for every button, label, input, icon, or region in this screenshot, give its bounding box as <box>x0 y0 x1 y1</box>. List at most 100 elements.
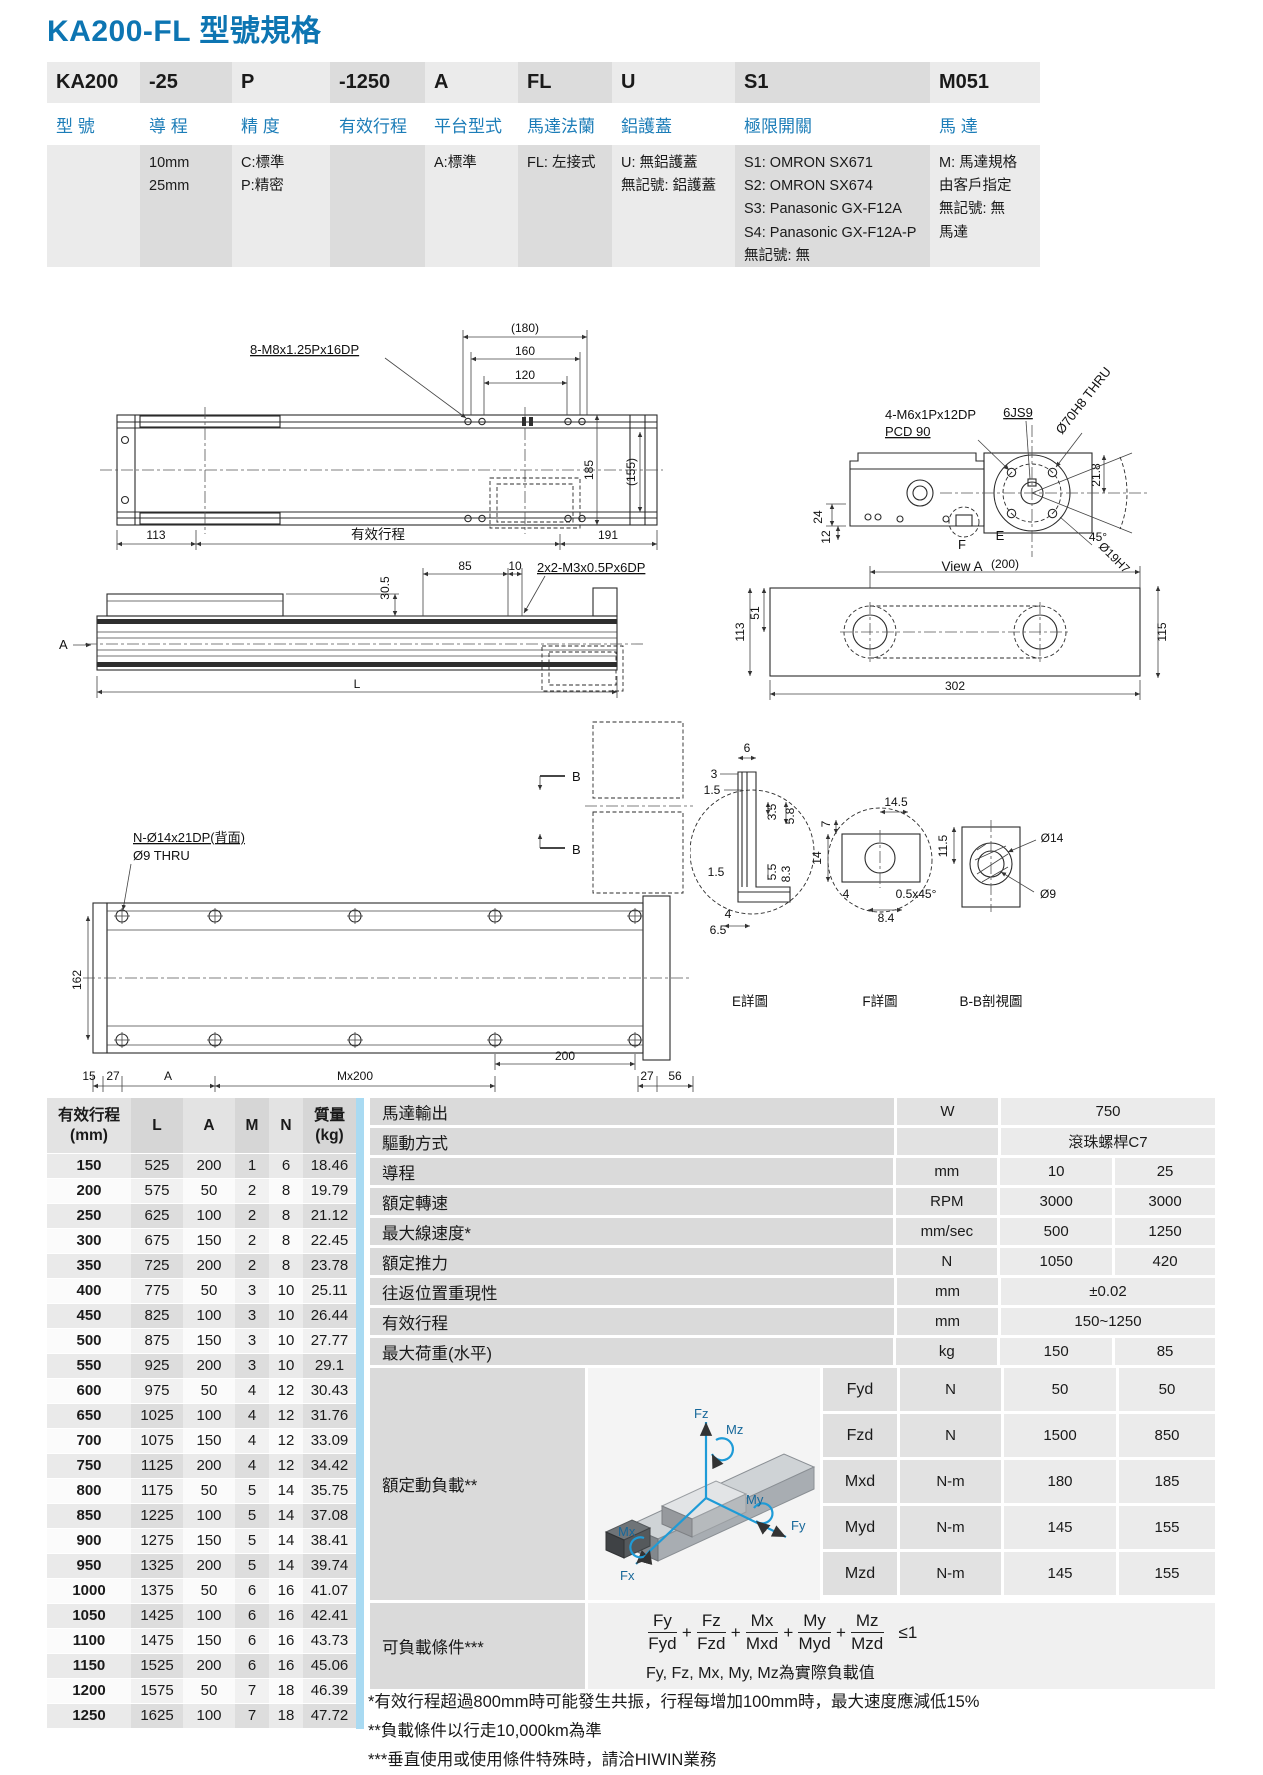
cell-stroke: 200 <box>47 1179 131 1204</box>
spec-value-lead10: 1050 <box>1000 1248 1113 1275</box>
spec-unit: mm <box>897 1278 998 1305</box>
cell-A: 100 <box>183 1604 235 1629</box>
cell-N: 14 <box>269 1529 303 1554</box>
dim-e6: 6 <box>744 741 751 755</box>
model-field-options: 10mm 25mm <box>140 145 232 267</box>
dim-L: L <box>354 677 361 691</box>
axis-fx: Fx <box>620 1568 635 1583</box>
model-column: -25 導 程 10mm 25mm <box>140 62 232 267</box>
model-field-label: 平台型式 <box>434 116 502 136</box>
load-value-lead10: 145 <box>1004 1506 1116 1549</box>
cell-M: 6 <box>235 1654 269 1679</box>
cell-N: 16 <box>269 1629 303 1654</box>
dim-200p: (200) <box>991 558 1019 571</box>
mount-holes <box>114 908 643 1048</box>
cell-A: 100 <box>183 1204 235 1229</box>
cell-N: 12 <box>269 1379 303 1404</box>
cell-L: 1425 <box>131 1604 183 1629</box>
cell-M: 4 <box>235 1454 269 1479</box>
cell-N: 8 <box>269 1229 303 1254</box>
cell-L: 1525 <box>131 1654 183 1679</box>
cell-A: 200 <box>183 1254 235 1279</box>
cell-mass: 34.42 <box>303 1454 356 1479</box>
fraction-denominator: Mzd <box>851 1634 884 1653</box>
cell-stroke: 650 <box>47 1404 131 1429</box>
cell-M: 2 <box>235 1179 269 1204</box>
axis-fz: Fz <box>694 1406 708 1421</box>
cell-A: 200 <box>183 1554 235 1579</box>
axis-my: My <box>746 1492 764 1507</box>
cell-A: 150 <box>183 1529 235 1554</box>
dim-191: 191 <box>598 528 618 542</box>
cell-stroke: 250 <box>47 1204 131 1229</box>
dim-e3: 3 <box>711 767 718 781</box>
model-field-label: 型 號 <box>56 116 95 136</box>
model-code: P <box>232 62 330 103</box>
load-name: Fyd <box>823 1368 897 1411</box>
page-title: KA200-FL 型號規格 <box>47 15 322 48</box>
cell-stroke: 300 <box>47 1229 131 1254</box>
load-value-lead25: 155 <box>1119 1506 1215 1549</box>
model-code: -1250 <box>330 62 425 103</box>
dim-f-chamfer: 0.5x45° <box>896 887 937 901</box>
dim-f4: 4 <box>843 887 850 901</box>
footnote-1: *有效行程超過800mm時可能發生共振，行程每增加100mm時，最大速度應減低1… <box>368 1693 980 1711</box>
cell-stroke: 1000 <box>47 1579 131 1604</box>
cell-M: 2 <box>235 1204 269 1229</box>
cell-N: 8 <box>269 1254 303 1279</box>
axis-mx: Mx <box>618 1524 636 1539</box>
spec-value-span: 滾珠螺桿C7 <box>1001 1128 1215 1155</box>
label-e: E <box>996 528 1005 543</box>
load-value-lead25: 850 <box>1119 1414 1215 1457</box>
cell-mass: 41.07 <box>303 1579 356 1604</box>
plus-sign: + <box>730 1622 741 1642</box>
load-value-lead25: 155 <box>1119 1552 1215 1595</box>
model-code: M051 <box>930 62 1040 103</box>
cell-stroke: 700 <box>47 1429 131 1454</box>
col-M: M <box>235 1098 269 1154</box>
cell-N: 12 <box>269 1429 303 1454</box>
cell-stroke: 1200 <box>47 1679 131 1704</box>
model-code: FL <box>518 62 612 103</box>
model-code: KA200 <box>47 62 140 103</box>
dim-e55: 5.5 <box>765 863 779 880</box>
cell-A: 100 <box>183 1404 235 1429</box>
cell-A: 200 <box>183 1654 235 1679</box>
spec-value-lead25: 420 <box>1115 1248 1215 1275</box>
dim-185: 185 <box>582 460 596 480</box>
model-field-label: 極限開關 <box>744 116 812 136</box>
cell-A: 50 <box>183 1379 235 1404</box>
spec-label: 有效行程 <box>370 1308 894 1335</box>
view-a-drawing: 4-M6x1Px12DP PCD 90 6JS9 Ø70H8 THRU Ø19H… <box>811 364 1150 576</box>
cell-L: 625 <box>131 1204 183 1229</box>
cell-M: 2 <box>235 1254 269 1279</box>
spec-unit: W <box>897 1098 998 1125</box>
model-field-options <box>330 145 425 267</box>
dynamic-load-block: 額定動負載** <box>370 1368 1215 1600</box>
callout-m3: 2x2-M3x0.5Px6DP <box>537 560 645 575</box>
fraction-numerator: My <box>798 1611 831 1633</box>
spec-value-lead25: 1250 <box>1115 1218 1215 1245</box>
cell-M: 6 <box>235 1629 269 1654</box>
cell-L: 975 <box>131 1379 183 1404</box>
footnote-3: ***垂直使用或使用條件特殊時，請洽HIWIN業務 <box>368 1751 717 1769</box>
fraction-numerator: Fy <box>648 1611 677 1633</box>
dim-e15a: 1.5 <box>704 783 721 797</box>
dim-160: 160 <box>515 344 535 358</box>
footnotes: *有效行程超過800mm時可能發生共振，行程每增加100mm時，最大速度應減低1… <box>368 1688 1068 1775</box>
model-field-label: 馬達法蘭 <box>527 116 595 136</box>
axis-mz: Mz <box>726 1422 743 1437</box>
cell-M: 6 <box>235 1579 269 1604</box>
